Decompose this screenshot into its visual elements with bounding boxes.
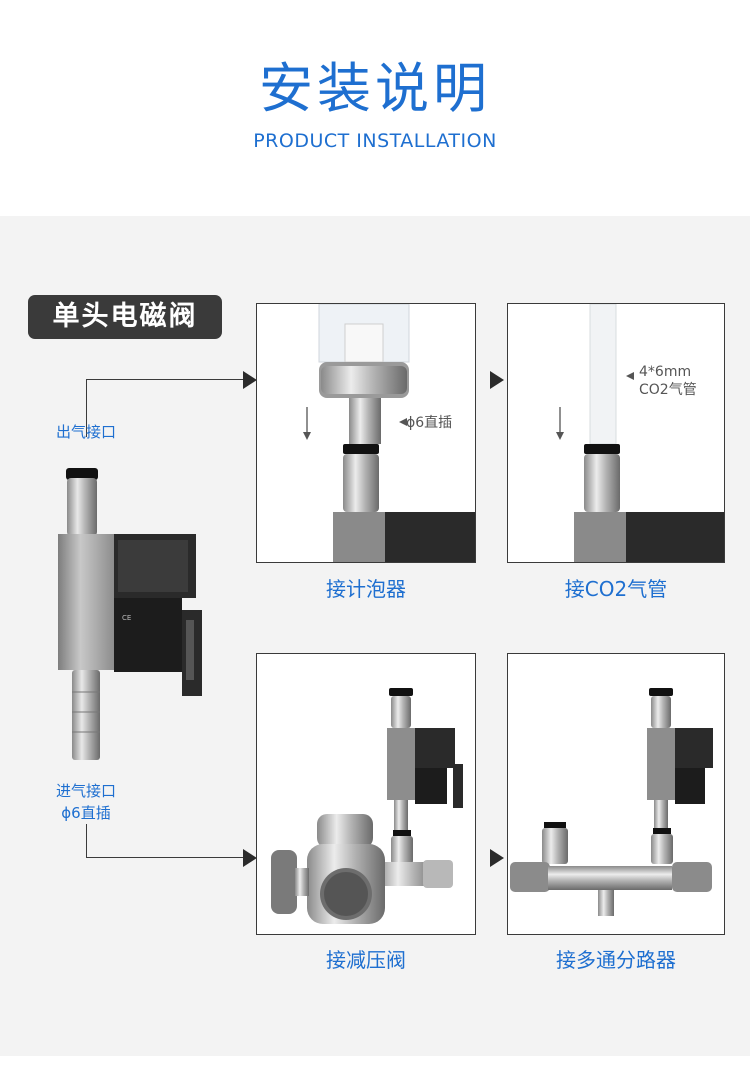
panel-co2-tube [507,303,725,563]
page-subtitle: PRODUCT INSTALLATION [253,130,497,152]
caption-bubble-counter: 接计泡器 [326,577,406,601]
arrow-right-icon [490,849,504,867]
panel-regulator [256,653,476,935]
co2-tube-annotation: CO2气管 [639,382,697,398]
connector-line-bottom-vertical [86,824,87,858]
caption-co2-tube: 接CO2气管 [564,577,668,601]
caption-regulator: 接减压阀 [326,948,406,972]
solenoid-valve-image: CE [58,468,202,760]
co2-tube-size-annotation: 4*6mm [639,364,692,380]
caption-manifold: 接多通分路器 [556,948,676,972]
inlet-spec-label: ϕ6直插 [61,804,111,822]
arrow-right-icon [490,371,504,389]
connector-line-top-horizontal [86,379,244,380]
panel-manifold [507,653,725,935]
page-title: 安装说明 [259,57,491,120]
section-tag: 单头电磁阀 [28,295,222,339]
svg-text:CE: CE [122,614,131,622]
inlet-label: 进气接口 [55,782,116,800]
arrow-right-icon [243,371,257,389]
arrow-right-icon [243,849,257,867]
connector-line-bottom-horizontal [86,857,244,858]
panel-bubble-counter [256,303,476,563]
connector-line-top-vertical [86,379,87,437]
outlet-label: 出气接口 [55,423,116,441]
bubble-counter-annotation: ϕ6直插 [406,415,453,431]
